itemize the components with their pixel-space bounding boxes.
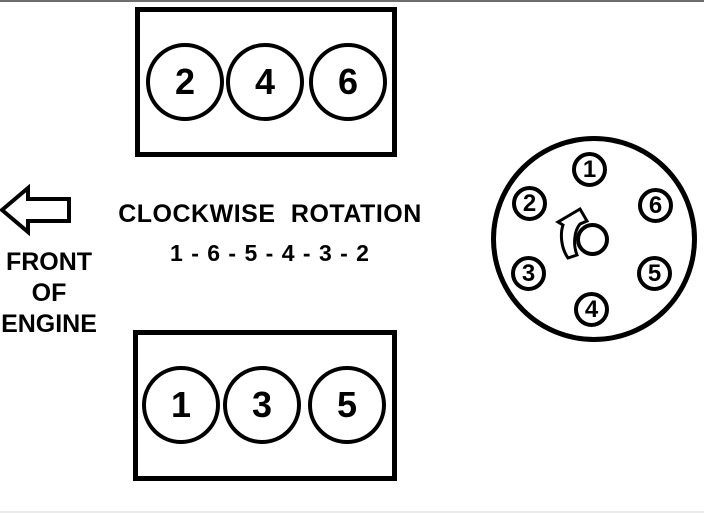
cylinder-1: 1 [142, 366, 220, 444]
cylinder-2-label: 2 [174, 61, 196, 102]
cylinder-5: 5 [308, 366, 386, 444]
clockwise-rotation-label: CLOCKWISE ROTATION [118, 200, 422, 228]
cylinder-6: 6 [309, 43, 387, 121]
top-divider-line [0, 0, 704, 2]
front-of-engine-line2: OF [31, 279, 67, 307]
terminal-2-label: 2 [522, 189, 537, 217]
terminal-4-label: 4 [584, 295, 599, 323]
front-of-engine-line1: FRONT [5, 248, 93, 276]
distributor-terminal-6: 6 [638, 188, 673, 223]
cylinder-2: 2 [146, 43, 224, 121]
front-of-engine-line3: ENGINE [1, 310, 97, 338]
bottom-divider-line [0, 511, 704, 513]
cylinder-4-label: 4 [254, 61, 276, 102]
terminal-6-label: 6 [648, 191, 663, 219]
front-of-engine-arrow-icon [0, 183, 72, 241]
terminal-1-label: 1 [582, 155, 597, 183]
firing-order-text: 1 - 6 - 5 - 4 - 3 - 2 [170, 240, 370, 266]
distributor-terminal-5: 5 [637, 256, 672, 291]
cylinder-bank-top: 2 4 6 [135, 7, 397, 157]
cylinder-6-label: 6 [337, 61, 359, 102]
distributor-terminal-2: 2 [512, 186, 547, 221]
terminal-5-label: 5 [647, 259, 662, 287]
clockwise-rotation-arrow-icon [554, 201, 594, 268]
cylinder-3-label: 3 [251, 384, 273, 425]
distributor-terminal-3: 3 [511, 256, 546, 291]
cylinder-1-label: 1 [170, 384, 192, 425]
rotor-button [576, 223, 609, 256]
front-of-engine-label: FRONT OF ENGINE [0, 247, 98, 340]
distributor-terminal-4: 4 [574, 292, 609, 327]
distributor-cap: 1 2 6 3 5 4 [491, 136, 697, 342]
cylinder-bank-bottom: 1 3 5 [133, 330, 397, 481]
terminal-3-label: 3 [521, 259, 536, 287]
cylinder-3: 3 [223, 366, 301, 444]
cylinder-5-label: 5 [336, 384, 358, 425]
distributor-terminal-1: 1 [572, 152, 607, 187]
cylinder-4: 4 [226, 43, 304, 121]
